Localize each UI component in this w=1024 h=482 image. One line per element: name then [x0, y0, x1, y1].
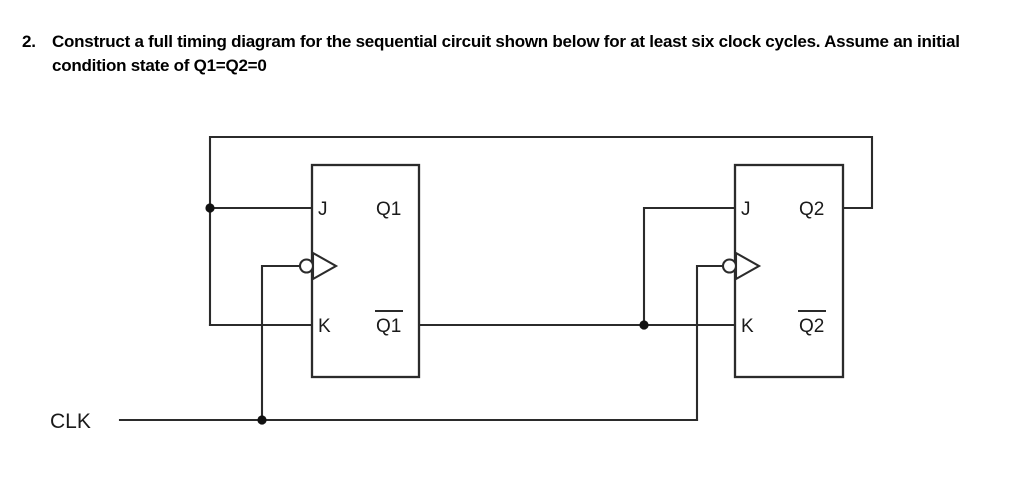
flipflop-2-k-label: K	[741, 316, 754, 337]
clock-triangle-icon-1	[311, 251, 339, 281]
wire-clk-to-ff1	[260, 264, 302, 422]
clock-triangle-icon-2	[734, 251, 762, 281]
flipflop-2-j-label: J	[741, 199, 751, 220]
flipflop-2-q-label: Q2	[799, 199, 824, 220]
junction-dot-j1	[205, 203, 215, 213]
wire-group	[118, 135, 874, 425]
clock-bubble-icon-2	[721, 258, 738, 274]
question-number: 2.	[22, 32, 36, 51]
flipflop-1-qbar-label: Q1	[376, 316, 401, 337]
flipflop-1-body	[310, 163, 421, 379]
wire-clk-to-ff2	[695, 264, 725, 422]
question-block: 2. Construct a full timing diagram for t…	[22, 30, 997, 77]
clock-bubble-icon-1	[298, 258, 315, 274]
flipflop-1: J K Q1 Q1	[298, 163, 421, 379]
wire-q1bar-to-j2	[642, 206, 737, 327]
junction-dot-q1bar	[639, 320, 649, 330]
flipflop-2-body	[733, 163, 845, 379]
flipflop-1-k-label: K	[318, 316, 331, 337]
flipflop-1-j-label: J	[318, 199, 328, 220]
flipflop-1-q-label: Q1	[376, 199, 401, 220]
wire-q2-feedback-top	[208, 135, 874, 210]
flipflop-2: J K Q2 Q2	[721, 163, 845, 379]
question-text: Construct a full timing diagram for the …	[52, 32, 960, 75]
flipflop-2-qbar-label: Q2	[799, 316, 824, 337]
junction-dot-clk	[257, 415, 267, 425]
clk-label: CLK	[50, 410, 91, 433]
